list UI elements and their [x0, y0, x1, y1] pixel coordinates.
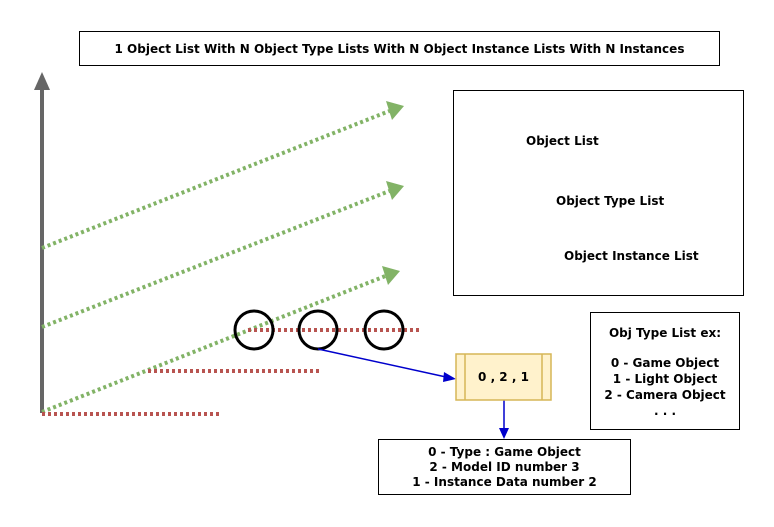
- legend-object-instance-list-label: Object Instance List: [564, 249, 699, 263]
- legend-object-type-list-label: Object Type List: [556, 194, 665, 208]
- detail-line: 0 - Type : Game Object: [428, 444, 581, 459]
- object-type-list-line: [41, 188, 393, 329]
- example-item: . . .: [653, 404, 677, 418]
- legend-object-list-label: Object List: [526, 134, 599, 148]
- object-type-list-arrowhead: [386, 181, 404, 200]
- object-type-list-arrowhead: [382, 266, 400, 285]
- connector-arrowhead: [443, 372, 456, 382]
- example-item: 1 - Light Object: [612, 372, 718, 386]
- connector-arrow: [317, 348, 447, 378]
- example-list: 0 - Game Object 1 - Light Object 2 - Cam…: [591, 355, 739, 419]
- index-tuple: 0 , 2 , 1: [478, 370, 529, 384]
- connector-arrowhead: [499, 428, 509, 439]
- selection-circle: [233, 309, 275, 351]
- detail-line: 1 - Instance Data number 2: [412, 474, 597, 489]
- example-item: 0 - Game Object: [610, 356, 720, 370]
- object-type-example: Obj Type List ex: 0 - Game Object 1 - Li…: [590, 312, 740, 430]
- index-box-shape: [455, 353, 552, 401]
- diagram-title: 1 Object List With N Object Type Lists W…: [79, 31, 720, 66]
- object-type-list-line: [41, 273, 389, 414]
- selection-circle: [363, 309, 405, 351]
- object-type-list-arrowhead: [386, 101, 404, 120]
- legend: Object List Object Type List Object Inst…: [453, 90, 744, 296]
- detail-line: 2 - Model ID number 3: [429, 459, 580, 474]
- object-type-list-line: [41, 108, 393, 250]
- object-list-arrowhead: [34, 72, 50, 90]
- example-item: 2 - Camera Object: [604, 388, 726, 402]
- instance-detail: 0 - Type : Game Object 2 - Model ID numb…: [378, 439, 631, 495]
- example-title: Obj Type List ex:: [608, 326, 722, 340]
